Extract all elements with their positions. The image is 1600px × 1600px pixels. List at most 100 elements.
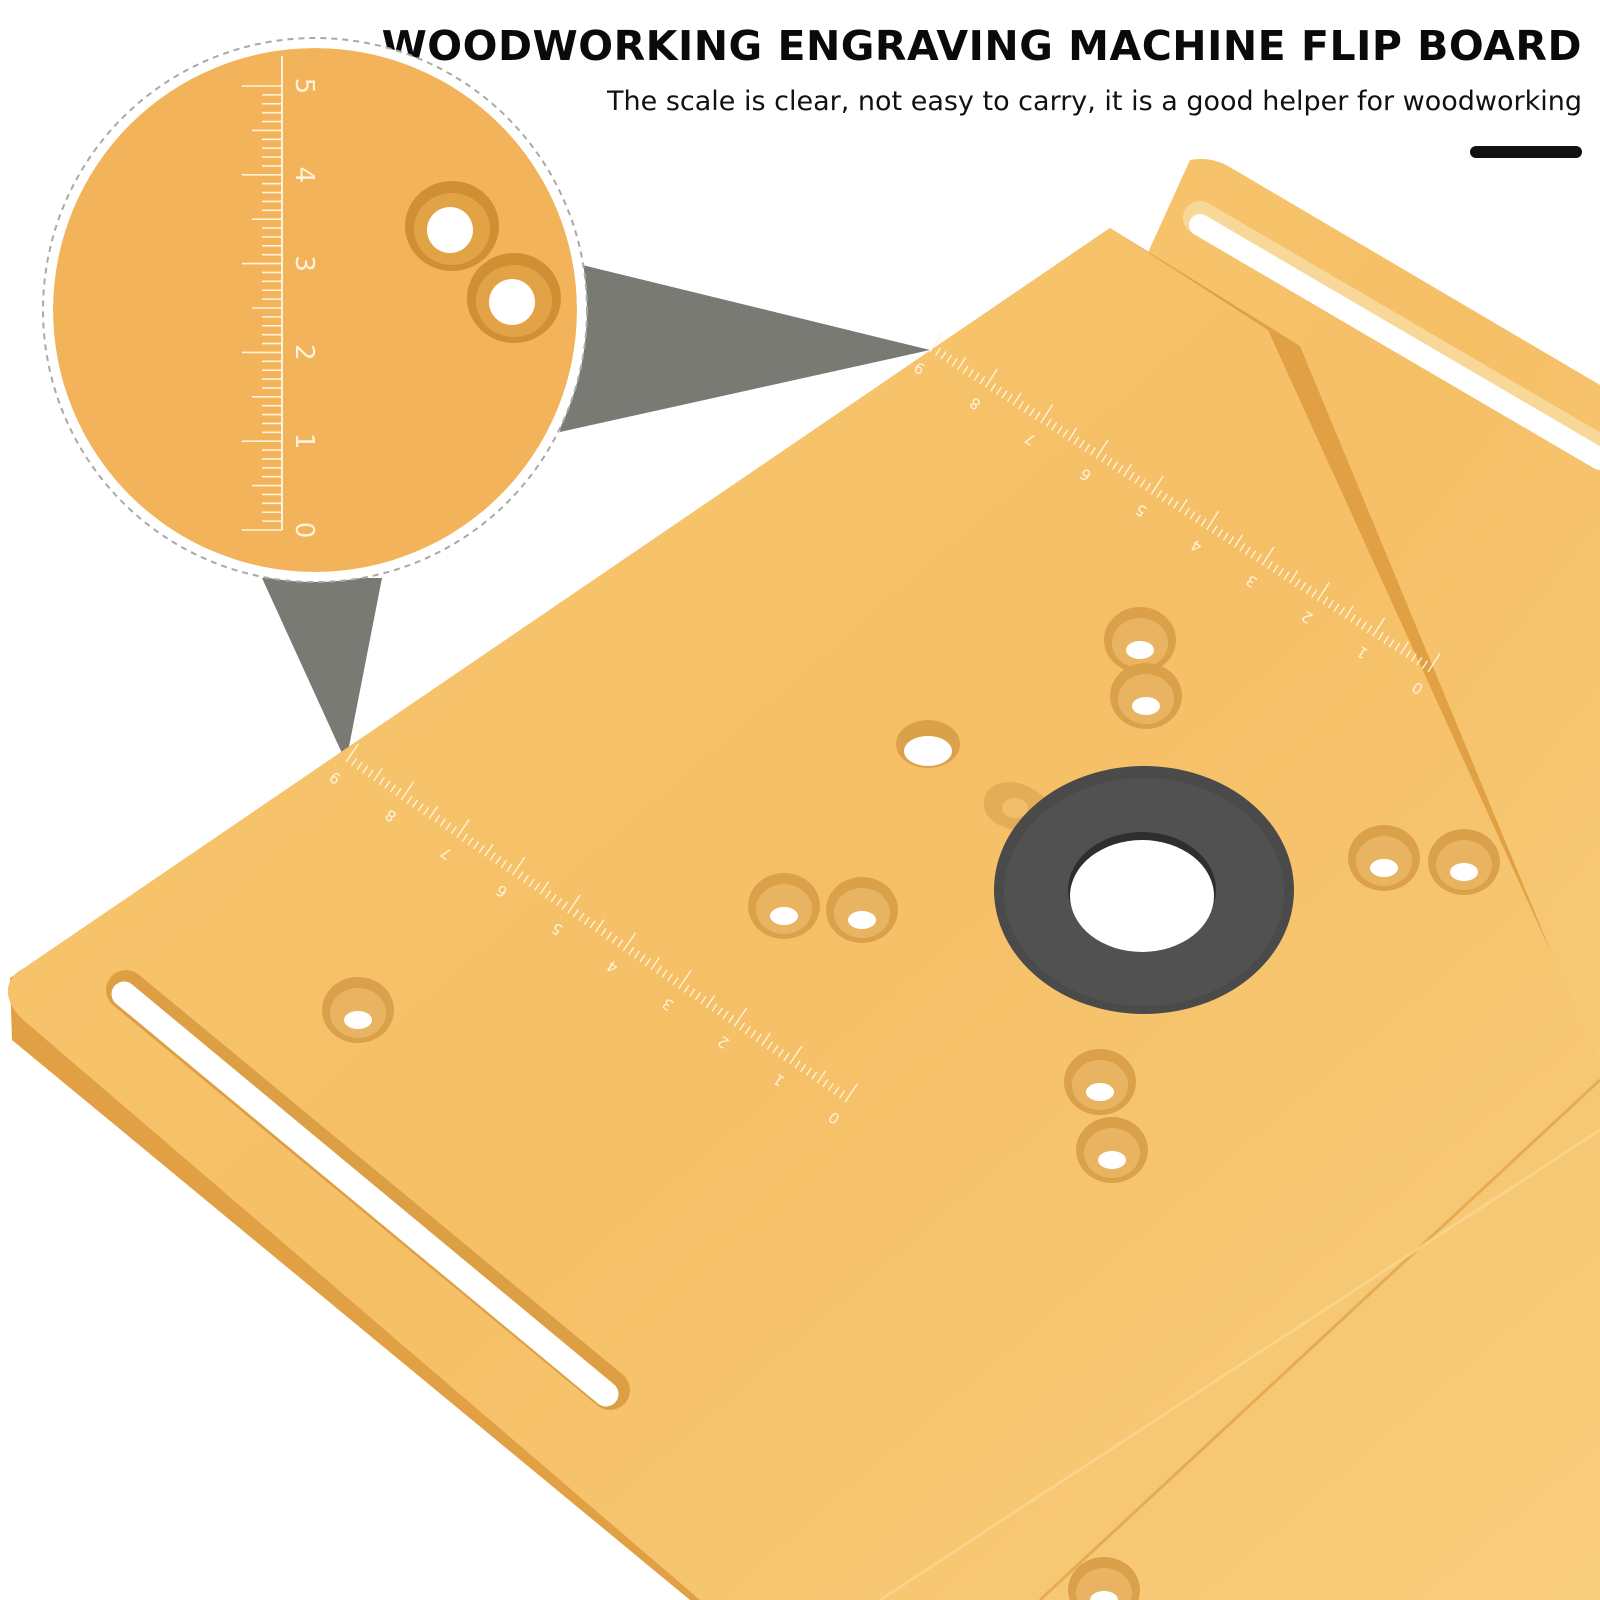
ruler-tick [384, 780, 391, 789]
ruler-tick [439, 818, 446, 827]
ruler-tick [827, 1082, 835, 1092]
ruler-tick [794, 1060, 801, 1069]
ruler-tick [783, 1052, 790, 1061]
ruler-tick [744, 1026, 751, 1035]
ruler-tick [777, 1048, 785, 1058]
ruler-tick [1399, 641, 1410, 655]
ruler-tick [511, 856, 526, 876]
ruler-tick [1349, 614, 1356, 623]
ruler-tick [1244, 546, 1251, 556]
ruler-tick [434, 814, 441, 823]
ruler-tick [1283, 571, 1290, 580]
ruler-tick [1322, 596, 1329, 605]
ruler-tick [1421, 660, 1428, 669]
ruler-tick [1233, 534, 1244, 548]
ruler-tick [467, 837, 474, 846]
ruler-tick [1017, 400, 1024, 410]
ruler-tick [1095, 439, 1109, 460]
ruler-tick [545, 890, 552, 899]
ruler-tick [1272, 564, 1279, 573]
ruler-tick [1012, 392, 1022, 406]
countersunk-hole [322, 977, 394, 1043]
ruler-tick [1222, 532, 1229, 541]
ruler-tick [1183, 507, 1190, 516]
ruler-tick [1338, 607, 1345, 616]
ruler-tick [761, 1032, 771, 1046]
ruler-tick [472, 841, 480, 850]
ruler-tick [962, 365, 969, 374]
ruler-tick [428, 805, 439, 820]
ruler-tick [979, 376, 986, 385]
ruler-tick [1062, 429, 1069, 438]
ruler-tick [739, 1022, 746, 1031]
ruler-tick [1167, 496, 1174, 506]
ruler-tick [838, 1090, 846, 1099]
accent-bar [1470, 146, 1582, 158]
ruler-tick [1261, 546, 1275, 566]
ruler-tick [822, 1079, 829, 1088]
ruler-tick [1250, 550, 1257, 559]
ruler-tick [1300, 582, 1307, 591]
ruler-tick [1294, 578, 1301, 588]
ruler-tick [622, 932, 637, 952]
ruler-tick [816, 1070, 827, 1084]
ruler-tick [1089, 447, 1096, 456]
ruler-tick [456, 818, 470, 838]
callout-wedge-upper [560, 262, 930, 432]
ruler-tick [550, 893, 557, 903]
ruler-tick [1078, 440, 1085, 449]
ruler-tick [484, 843, 494, 857]
ruler-tick [1239, 543, 1246, 552]
ruler-tick [1278, 568, 1285, 577]
ruler-tick [1117, 464, 1124, 474]
countersunk-hole [1428, 829, 1500, 895]
ruler-tick [644, 958, 652, 967]
ruler-tick [478, 844, 485, 854]
ruler-tick [617, 939, 624, 948]
ruler-tick [1410, 653, 1417, 662]
ruler-tick [1344, 605, 1354, 620]
countersunk-hole [1110, 663, 1182, 729]
ruler-tick [805, 1067, 812, 1076]
ruler-tick [1361, 621, 1368, 630]
ruler-tick [755, 1033, 762, 1042]
ruler-tick [800, 1063, 807, 1073]
front-slot [106, 970, 630, 1410]
ruler-tick [628, 946, 635, 956]
ruler-tick [1327, 600, 1334, 609]
ruler-tick [655, 965, 663, 974]
ruler-label: 2 [289, 344, 319, 361]
ruler-tick [1416, 656, 1423, 666]
headline: WOODWORKING ENGRAVING MACHINE FLIP BOARD [381, 22, 1582, 70]
ruler-tick [1372, 617, 1386, 637]
countersunk-hole [748, 873, 820, 939]
pin-hole [896, 720, 960, 768]
ruler-label: 0 [289, 522, 319, 539]
ruler-tick [556, 897, 563, 906]
ruler-tick [445, 822, 452, 831]
ruler-tick [500, 859, 507, 869]
ruler-tick [934, 347, 941, 356]
ruler-tick [567, 894, 581, 914]
countersunk-hole [1064, 1049, 1136, 1115]
ruler-tick [639, 954, 646, 963]
ruler-tick [395, 788, 402, 797]
ruler-tick [1427, 653, 1441, 673]
ruler-tick [716, 1007, 724, 1016]
ruler-tick [1128, 472, 1135, 481]
ruler-tick [940, 351, 947, 360]
ruler-tick [373, 768, 383, 782]
callout-wedge-lower [262, 578, 382, 762]
ruler-tick [539, 881, 550, 895]
ruler-tick [1100, 454, 1107, 463]
ruler-tick [1377, 632, 1384, 641]
ruler-tick [495, 856, 502, 865]
ruler-tick [1394, 642, 1401, 652]
ruler-tick [1106, 457, 1113, 467]
ruler-tick [727, 1014, 735, 1024]
ruler-tick [700, 995, 707, 1005]
ruler-tick [1388, 639, 1395, 648]
ruler-tick [583, 916, 591, 925]
ruler-tick [1045, 418, 1052, 428]
